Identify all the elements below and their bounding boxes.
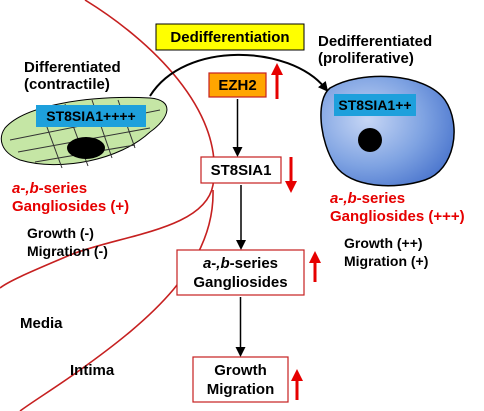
ezh2-up-arrow — [271, 63, 283, 99]
dedifferentiation-label: Dedifferentiation — [170, 29, 289, 46]
growth-up-arrow — [291, 369, 303, 400]
vessel-wall-outer-curve — [0, 0, 216, 289]
right-gene-label: ST8SIA1++ — [338, 97, 411, 113]
right-nucleus — [358, 128, 382, 152]
left-ganglioside-line2: Gangliosides (+) — [12, 198, 129, 215]
left-gene-badge: ST8SIA1++++ — [36, 105, 146, 127]
right-ganglioside-line2: Gangliosides (+++) — [330, 208, 465, 225]
gangliosides-line1: a-,b-series — [203, 255, 278, 272]
gangliosides-box: a-,b-series Gangliosides — [176, 249, 305, 296]
right-growth: Growth (++) — [344, 235, 423, 251]
left-ganglioside-line1: a-,b-series — [12, 180, 87, 197]
left-growth: Growth (-) — [27, 225, 94, 241]
left-migration: Migration (-) — [27, 243, 108, 259]
left-nucleus — [67, 137, 105, 159]
migration-label: Migration — [207, 381, 275, 398]
vessel-wall-inner-curve — [19, 189, 214, 411]
right-ganglioside-line1: a-,b-series — [330, 190, 405, 207]
ezh2-label: EZH2 — [218, 77, 256, 94]
st8sia1-label: ST8SIA1 — [211, 162, 272, 179]
growth-label: Growth — [214, 362, 267, 379]
right-migration: Migration (+) — [344, 253, 428, 269]
ezh2-box: EZH2 — [208, 72, 267, 98]
st8sia1-box: ST8SIA1 — [200, 156, 282, 184]
intima-label: Intima — [70, 362, 115, 379]
right-heading-line2: (proliferative) — [318, 50, 414, 67]
left-heading-line2: (contractile) — [24, 76, 110, 93]
right-heading-line1: Dedifferentiated — [318, 33, 432, 50]
media-label: Media — [20, 315, 63, 332]
gangliosides-line2: Gangliosides — [193, 274, 287, 291]
left-gene-label: ST8SIA1++++ — [46, 108, 136, 124]
right-gene-badge: ST8SIA1++ — [334, 94, 416, 116]
growth-migration-box: Growth Migration — [192, 356, 289, 403]
transition-arrow — [149, 53, 329, 97]
left-heading-line1: Differentiated — [24, 59, 121, 76]
gangliosides-up-arrow — [309, 251, 321, 282]
st8sia1-down-arrow — [285, 157, 297, 193]
dedifferentiation-box: Dedifferentiation — [155, 23, 305, 51]
dedifferentiated-cell — [320, 75, 455, 187]
